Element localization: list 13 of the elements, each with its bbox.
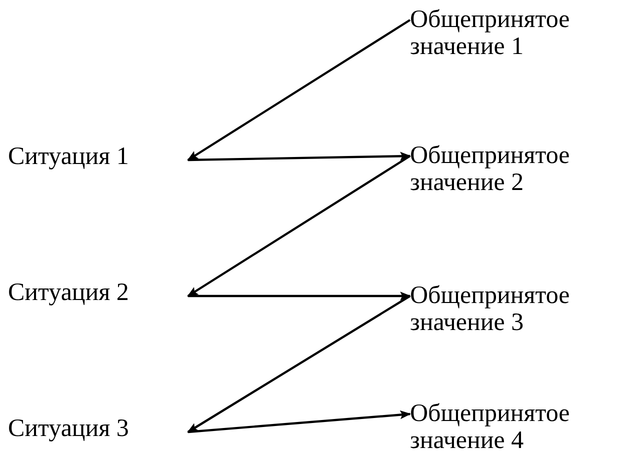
node-label: Общепринятое значение 3 bbox=[410, 282, 571, 336]
arrow bbox=[188, 410, 412, 434]
arrow bbox=[187, 155, 411, 297]
arrow bbox=[188, 292, 412, 300]
node-label: Общепринятое значение 1 bbox=[410, 6, 571, 60]
node-label: Общепринятое значение 4 bbox=[410, 400, 571, 454]
arrow bbox=[187, 19, 411, 161]
arrow bbox=[187, 295, 411, 433]
node-label: Ситуация 2 bbox=[8, 279, 130, 306]
node-label: Общепринятое значение 2 bbox=[410, 142, 571, 196]
node-label: Ситуация 1 bbox=[8, 143, 130, 170]
node-label: Ситуация 3 bbox=[8, 415, 130, 442]
arrow bbox=[188, 152, 412, 162]
